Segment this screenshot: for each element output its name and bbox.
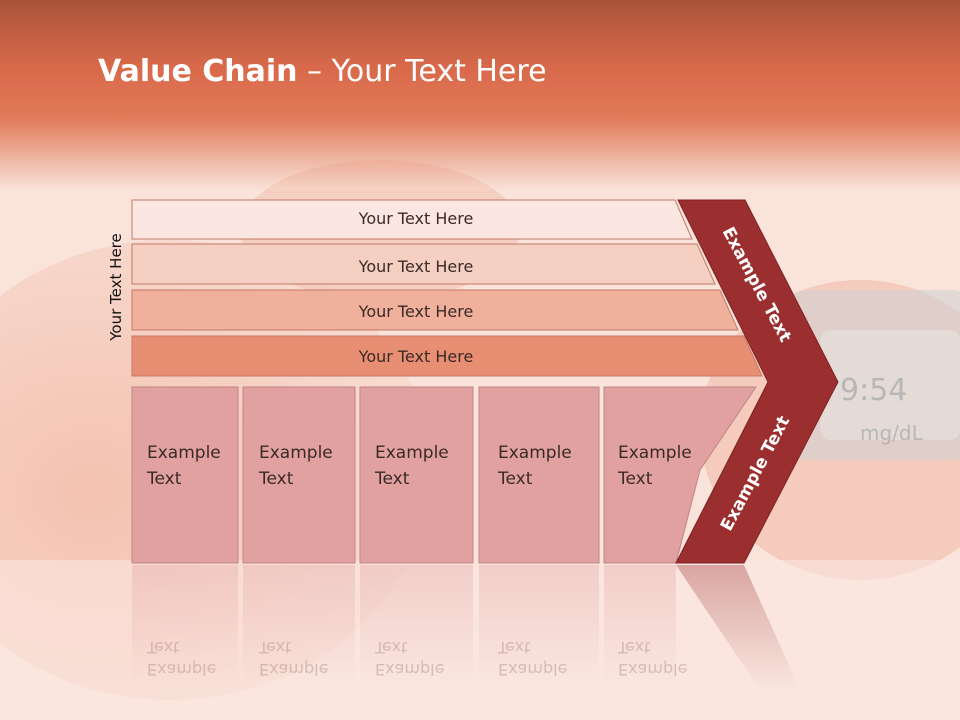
bar-2-label: Your Text Here (358, 257, 474, 276)
reflection-line2: Text (147, 638, 180, 657)
cell-2-label: Example Text (259, 440, 333, 492)
cell-5-line2: Text (618, 469, 653, 489)
cell-4-label: Example Text (498, 440, 572, 492)
cell-1 (131, 386, 239, 564)
cell-1-reflection-label: Example Text (147, 636, 216, 680)
arrow-reflection (676, 565, 800, 690)
reflection-line1: Example (618, 660, 688, 679)
bar-1 (131, 199, 693, 240)
cell-5 (603, 386, 757, 564)
cell-2-line2: Text (259, 469, 294, 489)
cell-5-reflection-label: Example Text (618, 636, 687, 680)
bar-3-label: Your Text Here (358, 302, 474, 321)
cell-2 (242, 386, 356, 564)
chevron-arrow (675, 199, 839, 564)
cell-4-reflection-label: Example Text (498, 636, 567, 680)
reflection-line1: Example (375, 660, 445, 679)
reflection-line1: Example (147, 660, 217, 679)
cell-3-line1: Example (375, 443, 449, 463)
bar-4 (131, 335, 763, 377)
cell-2-reflection-label: Example Text (259, 636, 328, 680)
reflection-line2: Text (618, 638, 651, 657)
reflection-line1: Example (498, 660, 568, 679)
title-band (0, 0, 960, 190)
cell-2-line1: Example (259, 443, 333, 463)
bar-2 (131, 243, 716, 285)
cell-reflection (604, 565, 676, 685)
cell-5-line1: Example (618, 443, 692, 463)
cell-reflection (360, 565, 473, 685)
cell-1-label: Example Text (147, 440, 221, 492)
svg-text:mg/dL: mg/dL (860, 421, 924, 445)
title-rest: – Your Text Here (297, 54, 547, 89)
title-bold: Value Chain (98, 54, 298, 89)
reflection-line2: Text (375, 638, 408, 657)
cell-5-label: Example Text (618, 440, 692, 492)
slide-title: Value Chain – Your Text Here (98, 54, 547, 89)
reflection-line1: Example (259, 660, 329, 679)
cell-1-line2: Text (147, 469, 182, 489)
cell-reflection (479, 565, 599, 685)
cell-reflection (243, 565, 355, 685)
cell-3-line2: Text (375, 469, 410, 489)
reflection-line2: Text (259, 638, 292, 657)
cell-4-line2: Text (498, 469, 533, 489)
cell-3-label: Example Text (375, 440, 449, 492)
cell-4 (478, 386, 600, 564)
cell-1-line1: Example (147, 443, 221, 463)
cell-4-line1: Example (498, 443, 572, 463)
reflection-line2: Text (498, 638, 531, 657)
bar-3 (131, 289, 739, 331)
bar-4-label: Your Text Here (358, 347, 474, 366)
cell-reflection (132, 565, 238, 685)
cell-3 (359, 386, 474, 564)
cell-3-reflection-label: Example Text (375, 636, 444, 680)
svg-text:9:54: 9:54 (840, 373, 907, 408)
bar-1-label: Your Text Here (358, 209, 474, 228)
